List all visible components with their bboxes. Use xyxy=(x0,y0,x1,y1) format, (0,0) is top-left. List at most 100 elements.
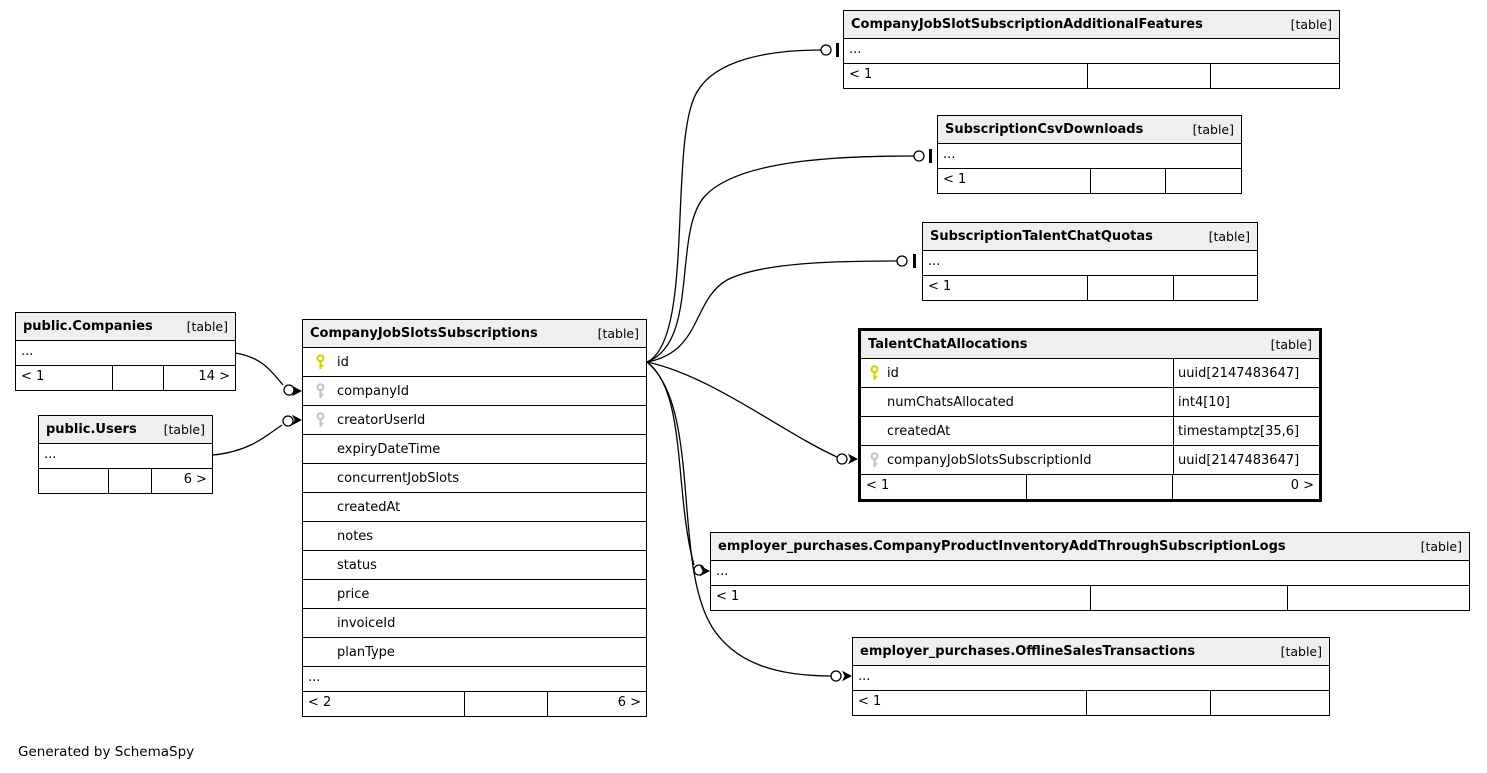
column-row-companyjobslotssubscriptionid: companyJobSlotsSubscriptionId uuid[21474… xyxy=(861,446,1319,475)
table-public-companies[interactable]: public.Companies [table] ... < 1 14 > xyxy=(15,312,236,391)
collapsed-columns-row: ... xyxy=(39,444,212,469)
table-title[interactable]: employer_purchases.CompanyProductInvento… xyxy=(718,539,1286,554)
column-row-creatoruserid: creatorUserId xyxy=(303,406,646,435)
footer-children-count: < 1 xyxy=(21,369,45,384)
table-title[interactable]: SubscriptionCsvDownloads xyxy=(945,122,1144,137)
arrowhead xyxy=(292,385,302,397)
footer-parents-count xyxy=(1287,586,1469,610)
column-row-companyid: companyId xyxy=(303,377,646,406)
table-header: CompanyJobSlotsSubscriptions [table] xyxy=(303,320,646,348)
table-title[interactable]: CompanyJobSlotsSubscriptions xyxy=(310,326,538,341)
footer-children-count: < 1 xyxy=(866,478,890,493)
table-header: public.Users [table] xyxy=(39,416,212,444)
footer-middle-cell xyxy=(1086,64,1211,88)
primary-key-icon xyxy=(303,353,337,371)
edge-users-to-creatoruserid xyxy=(212,424,283,456)
table-tag: [table] xyxy=(186,319,228,334)
footer-middle-cell xyxy=(1090,586,1287,610)
table-footer: 6 > xyxy=(39,469,212,493)
column-row-status: status xyxy=(303,551,646,580)
footer-children-count: < 1 xyxy=(928,279,952,294)
column-name: id xyxy=(887,365,899,381)
table-subscription-csv-downloads[interactable]: SubscriptionCsvDownloads [table] ... < 1 xyxy=(937,115,1242,194)
foreign-key-icon xyxy=(303,382,337,400)
zero-marker xyxy=(896,255,908,267)
table-title[interactable]: public.Companies xyxy=(23,319,153,334)
collapsed-columns-row: ... xyxy=(844,39,1339,64)
column-name: status xyxy=(337,557,377,573)
edge-to-inventory-logs xyxy=(646,361,695,566)
column-name: companyJobSlotsSubscriptionId xyxy=(887,452,1092,468)
table-tag: [table] xyxy=(163,422,205,437)
table-footer: < 1 xyxy=(853,691,1329,715)
table-title[interactable]: SubscriptionTalentChatQuotas xyxy=(930,229,1153,244)
table-title[interactable]: CompanyJobSlotSubscriptionAdditionalFeat… xyxy=(851,17,1203,32)
footer-parents-count xyxy=(1210,64,1339,88)
zero-marker xyxy=(693,564,705,576)
collapsed-columns-row: ... xyxy=(923,251,1257,276)
column-row-invoiceid: invoiceId xyxy=(303,609,646,638)
table-tag: [table] xyxy=(1280,644,1322,659)
footer-middle-cell xyxy=(112,366,162,390)
column-type: timestamptz[35,6] xyxy=(1173,417,1319,445)
column-type: uuid[2147483647] xyxy=(1173,359,1319,387)
table-subscription-talent-chat-quotas[interactable]: SubscriptionTalentChatQuotas [table] ...… xyxy=(922,222,1258,301)
table-talent-chat-allocations[interactable]: TalentChatAllocations [table] id uuid[21… xyxy=(858,328,1322,502)
table-header: SubscriptionCsvDownloads [table] xyxy=(938,116,1241,144)
arrowhead xyxy=(842,670,852,682)
table-tag: [table] xyxy=(597,326,639,341)
zero-marker xyxy=(830,670,842,682)
table-public-users[interactable]: public.Users [table] ... 6 > xyxy=(38,415,213,494)
footer-children-count: < 1 xyxy=(849,67,873,82)
table-additional-features[interactable]: CompanyJobSlotSubscriptionAdditionalFeat… xyxy=(843,10,1340,89)
arrowhead xyxy=(292,414,302,426)
zero-marker xyxy=(836,453,848,465)
column-name: concurrentJobSlots xyxy=(337,470,459,486)
collapsed-columns-row: ... xyxy=(303,667,646,692)
zero-marker xyxy=(913,150,925,162)
edge-to-additional-features xyxy=(646,49,822,363)
arrowhead xyxy=(700,565,710,577)
table-title[interactable]: public.Users xyxy=(46,422,137,437)
column-name: expiryDateTime xyxy=(337,441,441,457)
column-name: invoiceId xyxy=(337,615,396,631)
footer-middle-cell xyxy=(1086,691,1210,715)
column-row-id: id uuid[2147483647] xyxy=(861,359,1319,388)
table-inventory-add-through-subscription-logs[interactable]: employer_purchases.CompanyProductInvento… xyxy=(710,532,1470,611)
edge-companies-to-companyid xyxy=(234,352,284,386)
column-name: createdAt xyxy=(337,499,401,515)
column-row-createdat: createdAt xyxy=(303,493,646,522)
footer-children-count: < 1 xyxy=(716,589,740,604)
edge-to-offline-sales xyxy=(646,361,832,677)
table-tag: [table] xyxy=(1420,539,1462,554)
footer-middle-cell xyxy=(1089,169,1166,193)
table-header: public.Companies [table] xyxy=(16,313,235,341)
table-header: employer_purchases.OfflineSalesTransacti… xyxy=(853,638,1329,666)
zero-marker xyxy=(820,44,832,56)
one-marker xyxy=(929,149,932,163)
table-tag: [table] xyxy=(1270,337,1312,352)
table-footer: < 1 xyxy=(844,64,1339,88)
table-offline-sales-transactions[interactable]: employer_purchases.OfflineSalesTransacti… xyxy=(852,637,1330,716)
table-footer: < 1 0 > xyxy=(861,475,1319,499)
collapsed-columns-row: ... xyxy=(938,144,1241,169)
primary-key-icon xyxy=(861,364,887,382)
footer-middle-cell xyxy=(1086,276,1174,300)
table-footer: < 1 xyxy=(938,169,1241,193)
collapsed-columns-row: ... xyxy=(16,341,235,366)
column-name: notes xyxy=(337,528,374,544)
column-row-plantype: planType xyxy=(303,638,646,667)
footer-children-count: < 1 xyxy=(943,172,967,187)
collapsed-columns-row: ... xyxy=(853,666,1329,691)
table-header: employer_purchases.CompanyProductInvento… xyxy=(711,533,1469,561)
footer-middle-cell xyxy=(464,692,546,716)
column-name: numChatsAllocated xyxy=(887,394,1014,410)
table-company-job-slots-subscriptions[interactable]: CompanyJobSlotsSubscriptions [table] id … xyxy=(302,319,647,717)
collapsed-columns-row: ... xyxy=(711,561,1469,586)
foreign-key-icon xyxy=(303,411,337,429)
table-header: CompanyJobSlotSubscriptionAdditionalFeat… xyxy=(844,11,1339,39)
table-title[interactable]: employer_purchases.OfflineSalesTransacti… xyxy=(860,644,1196,659)
footer-parents-count: 6 > xyxy=(151,469,212,493)
table-title[interactable]: TalentChatAllocations xyxy=(868,337,1028,352)
